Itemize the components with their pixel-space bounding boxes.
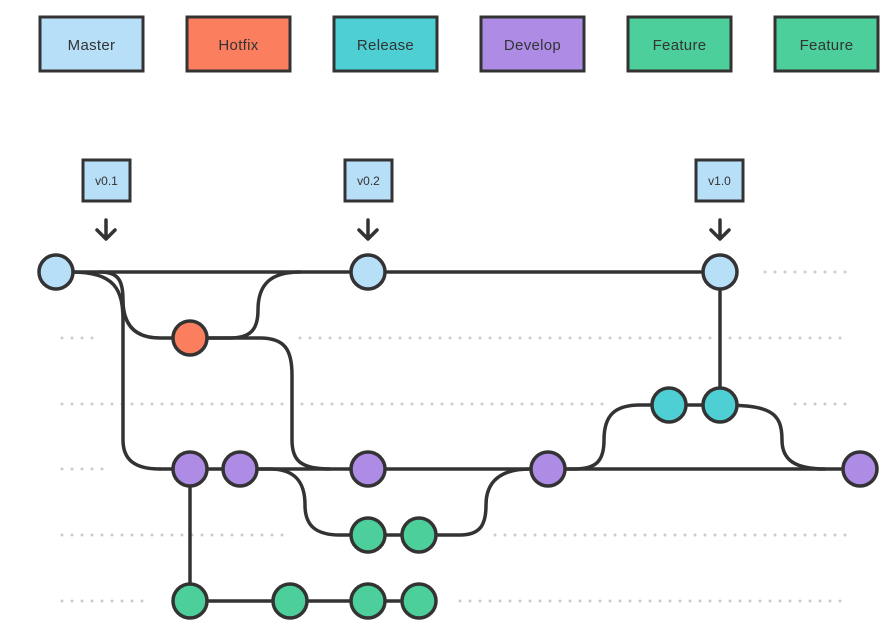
legend-label-hotfix: Hotfix — [218, 37, 258, 54]
commit-release-2 — [701, 386, 739, 424]
commit-feature-2-3 — [349, 582, 387, 620]
commit-feature-1-1 — [349, 516, 387, 554]
tag-v0-2: v0.2 — [343, 158, 394, 241]
legend-item-develop: Develop — [479, 15, 586, 73]
commit-master-2 — [349, 253, 387, 291]
commit-feature-2-4 — [400, 582, 438, 620]
legend-item-feature-1: Feature — [626, 15, 733, 73]
legend-swatch-feature-1 — [626, 15, 733, 73]
tag-box-v0-2 — [343, 158, 394, 203]
legend-label-develop: Develop — [504, 37, 561, 54]
commits — [37, 253, 879, 620]
legend-item-feature-2: Feature — [773, 15, 880, 73]
legend-swatch-master — [38, 15, 145, 73]
release-branch-line — [546, 403, 827, 471]
commit-develop-2 — [221, 450, 259, 488]
tag-arrow-icon-v0-2 — [357, 218, 379, 241]
legend-swatch-develop — [479, 15, 586, 73]
legend-swatch-release — [332, 15, 439, 73]
legend-label-master: Master — [68, 37, 116, 54]
legend-swatch-feature-2 — [773, 15, 880, 73]
legend-label-release: Release — [357, 37, 414, 54]
commit-master-1 — [37, 253, 75, 291]
legend-item-master: Master — [38, 15, 145, 73]
legend-swatch-hotfix — [185, 15, 292, 73]
tag-label-v0-1: v0.1 — [95, 174, 118, 188]
tag-v1-0: v1.0 — [694, 158, 745, 241]
legend-label-feature-1: Feature — [653, 37, 707, 54]
commit-release-1 — [650, 386, 688, 424]
tag-label-v1-0: v1.0 — [708, 174, 731, 188]
commit-feature-2-2 — [271, 582, 309, 620]
tag-box-v0-1 — [81, 158, 132, 203]
branch-lines — [54, 270, 862, 603]
commit-develop-5 — [841, 450, 879, 488]
commit-develop-4 — [529, 450, 567, 488]
master-to-develop-line — [70, 270, 162, 471]
commit-master-3 — [701, 253, 739, 291]
feature-1-branch-line — [238, 467, 532, 537]
tag-arrow-icon-v0-1 — [95, 218, 117, 241]
legend-item-hotfix: Hotfix — [185, 15, 292, 73]
hotfix-merge-develop-line — [188, 336, 332, 471]
tag-v0-1: v0.1 — [81, 158, 132, 241]
commit-feature-2-1 — [171, 582, 209, 620]
lane-guides — [60, 270, 850, 603]
legend-label-feature-2: Feature — [800, 37, 854, 54]
tag-arrow-icon-v1-0 — [709, 218, 731, 241]
commit-develop-3 — [349, 450, 387, 488]
commit-feature-1-2 — [400, 516, 438, 554]
tag-box-v1-0 — [694, 158, 745, 203]
legend: Master Hotfix Release Develop Feature Fe… — [38, 15, 880, 73]
tag-label-v0-2: v0.2 — [357, 174, 380, 188]
commit-develop-1 — [171, 450, 209, 488]
legend-item-release: Release — [332, 15, 439, 73]
commit-hotfix-1 — [171, 319, 209, 357]
hotfix-branch-line — [98, 270, 192, 340]
hotfix-merge-master-line — [188, 270, 302, 340]
